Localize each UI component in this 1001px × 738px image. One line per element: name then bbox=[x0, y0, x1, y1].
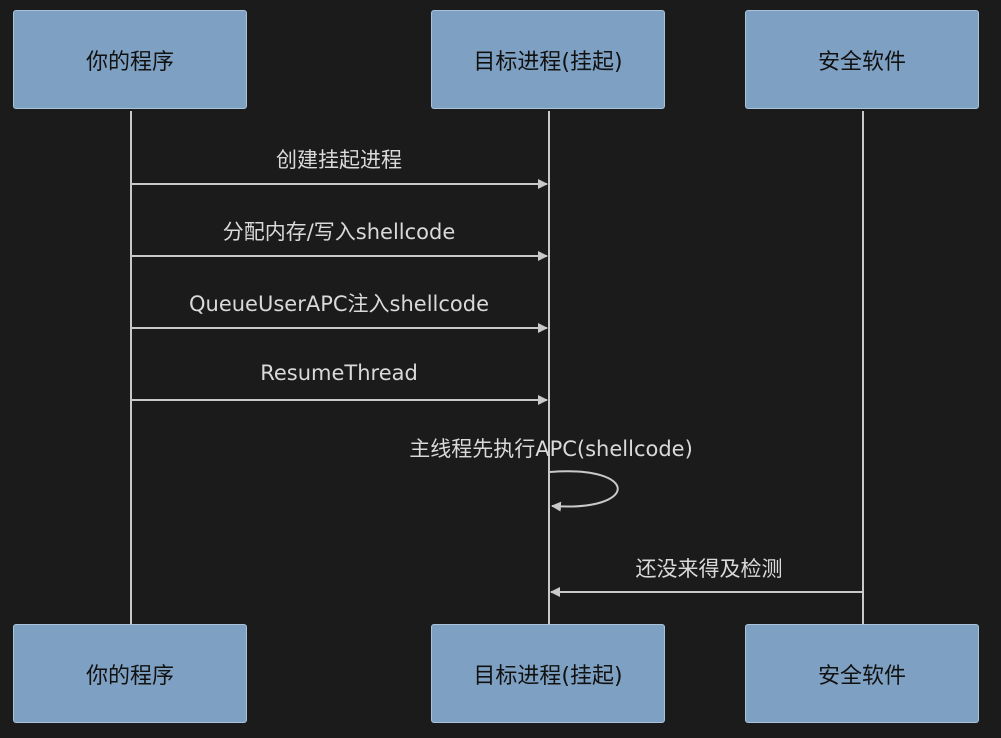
actor-label: 目标进程(挂起) bbox=[473, 49, 623, 75]
actor-label: 安全软件 bbox=[817, 663, 906, 689]
actor-program-top: 你的程序 bbox=[13, 10, 247, 109]
lifeline-target bbox=[548, 111, 550, 624]
message-label-6: 还没来得及检测 bbox=[635, 557, 783, 581]
actor-label: 你的程序 bbox=[85, 49, 174, 75]
actor-target-top: 目标进程(挂起) bbox=[431, 10, 665, 109]
message-label-5: 主线程先执行APC(shellcode) bbox=[409, 437, 693, 461]
lifeline-program bbox=[130, 111, 132, 624]
message-arrow-self-5 bbox=[549, 470, 619, 512]
lifeline-security bbox=[862, 111, 864, 624]
actor-target-bottom: 目标进程(挂起) bbox=[431, 624, 665, 723]
actor-label: 你的程序 bbox=[85, 663, 174, 689]
message-label-2: 分配内存/写入shellcode bbox=[222, 220, 456, 244]
actor-security-bottom: 安全软件 bbox=[745, 624, 979, 723]
message-label-3: QueueUserAPC注入shellcode bbox=[188, 292, 490, 316]
actor-label: 安全软件 bbox=[817, 49, 906, 75]
actor-program-bottom: 你的程序 bbox=[13, 624, 247, 723]
actor-label: 目标进程(挂起) bbox=[473, 663, 623, 689]
message-label-1: 创建挂起进程 bbox=[276, 148, 402, 172]
actor-security-top: 安全软件 bbox=[745, 10, 979, 109]
message-label-4: ResumeThread bbox=[260, 361, 418, 385]
